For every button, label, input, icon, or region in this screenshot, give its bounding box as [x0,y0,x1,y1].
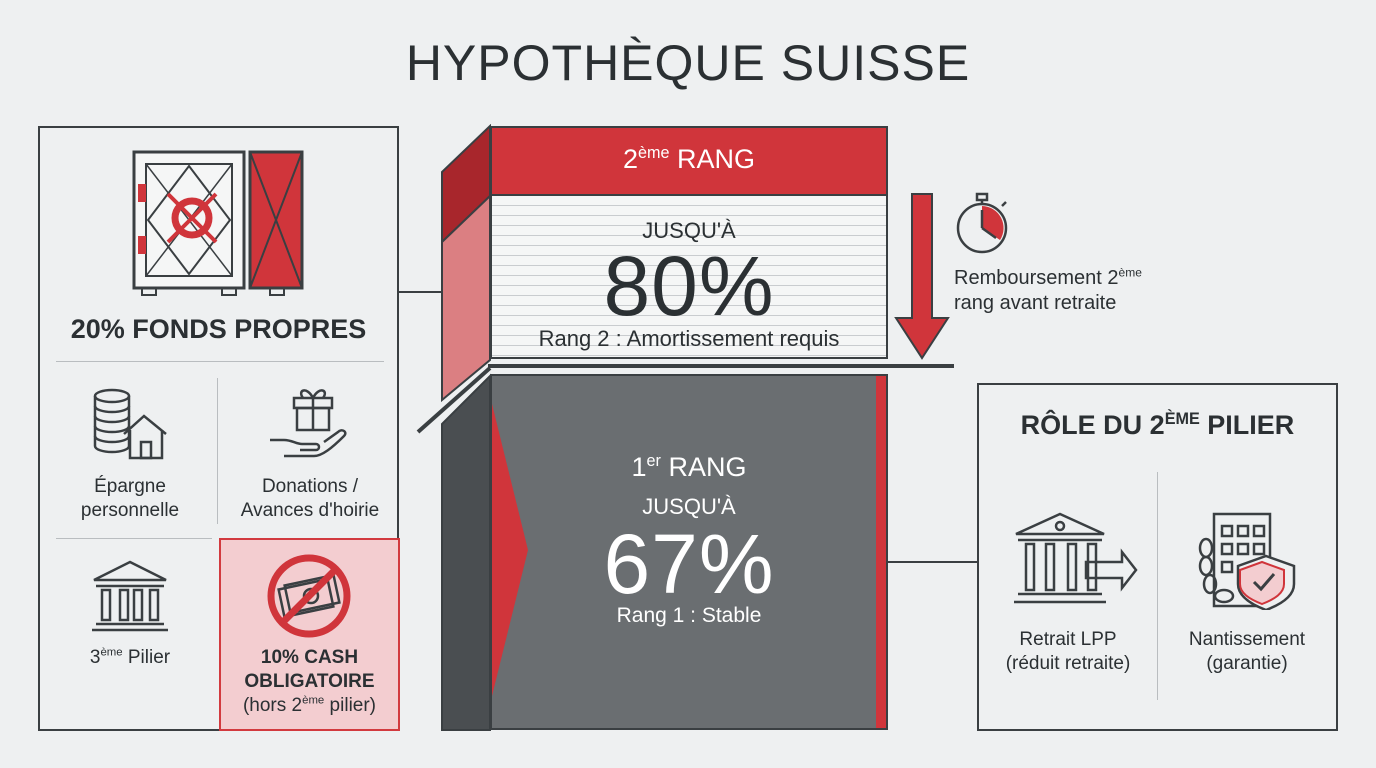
building-chain-shield-icon [1198,512,1296,610]
block-side-face [416,124,496,731]
pillar2-item-withdrawal: Retrait LPP (réduit retraite) [1005,629,1131,674]
pillar-building-icon [92,560,168,632]
gift-hand-icon [270,389,347,458]
divider [1157,472,1158,700]
equity-item-pillar3: 3ème Pilier [89,646,171,668]
rank-separator [488,364,954,368]
equity-item-savings: Épargne personnelle [80,476,180,521]
rang1-label: 1er RANG [631,452,747,482]
stopwatch-icon [956,192,1008,254]
equity-item-donations: Donations / Avances d'hoirie [240,476,380,521]
pillar2-item-pledge: Nantissement (garantie) [1188,629,1306,674]
pillar2-title: RÔLE DU 2ÈME PILIER [1020,410,1295,440]
safe-icon [132,150,304,296]
repayment-note: Remboursement 2ème rang avant retraite [954,265,1142,314]
cash-required-box: 10% CASH OBLIGATOIRE (hors 2ème pilier) [219,538,400,731]
page-title: HYPOTHÈQUE SUISSE [405,35,971,91]
cash-label: 10% CASH OBLIGATOIRE (hors 2ème pilier) [242,647,377,716]
connector-line [888,561,977,563]
rang2-lines [492,196,886,357]
rang2-header [490,126,888,196]
rang2-value: 80% [603,239,775,333]
rang1-upto: JUSQU'À [642,494,736,519]
divider [56,538,212,539]
connector-line [399,291,442,293]
rang1-note: Rang 1 : Stable [616,604,762,627]
rang2-label: 2ème RANG [622,144,756,174]
rang2-note: Rang 2 : Amortissement requis [538,326,840,351]
bank-arrow-icon [1014,512,1138,604]
rang2-upto: JUSQU'À [642,218,736,243]
divider [217,378,218,524]
rang1-value: 67% [603,517,775,611]
no-cash-icon [267,554,351,638]
equity-panel: 20% FONDS PROPRES Épargne personnelle [38,126,400,731]
divider [56,361,384,362]
equity-title: 20% FONDS PROPRES [70,314,367,344]
rang1-block [490,374,888,730]
down-arrow-icon [894,193,950,360]
coins-house-icon [93,388,167,460]
